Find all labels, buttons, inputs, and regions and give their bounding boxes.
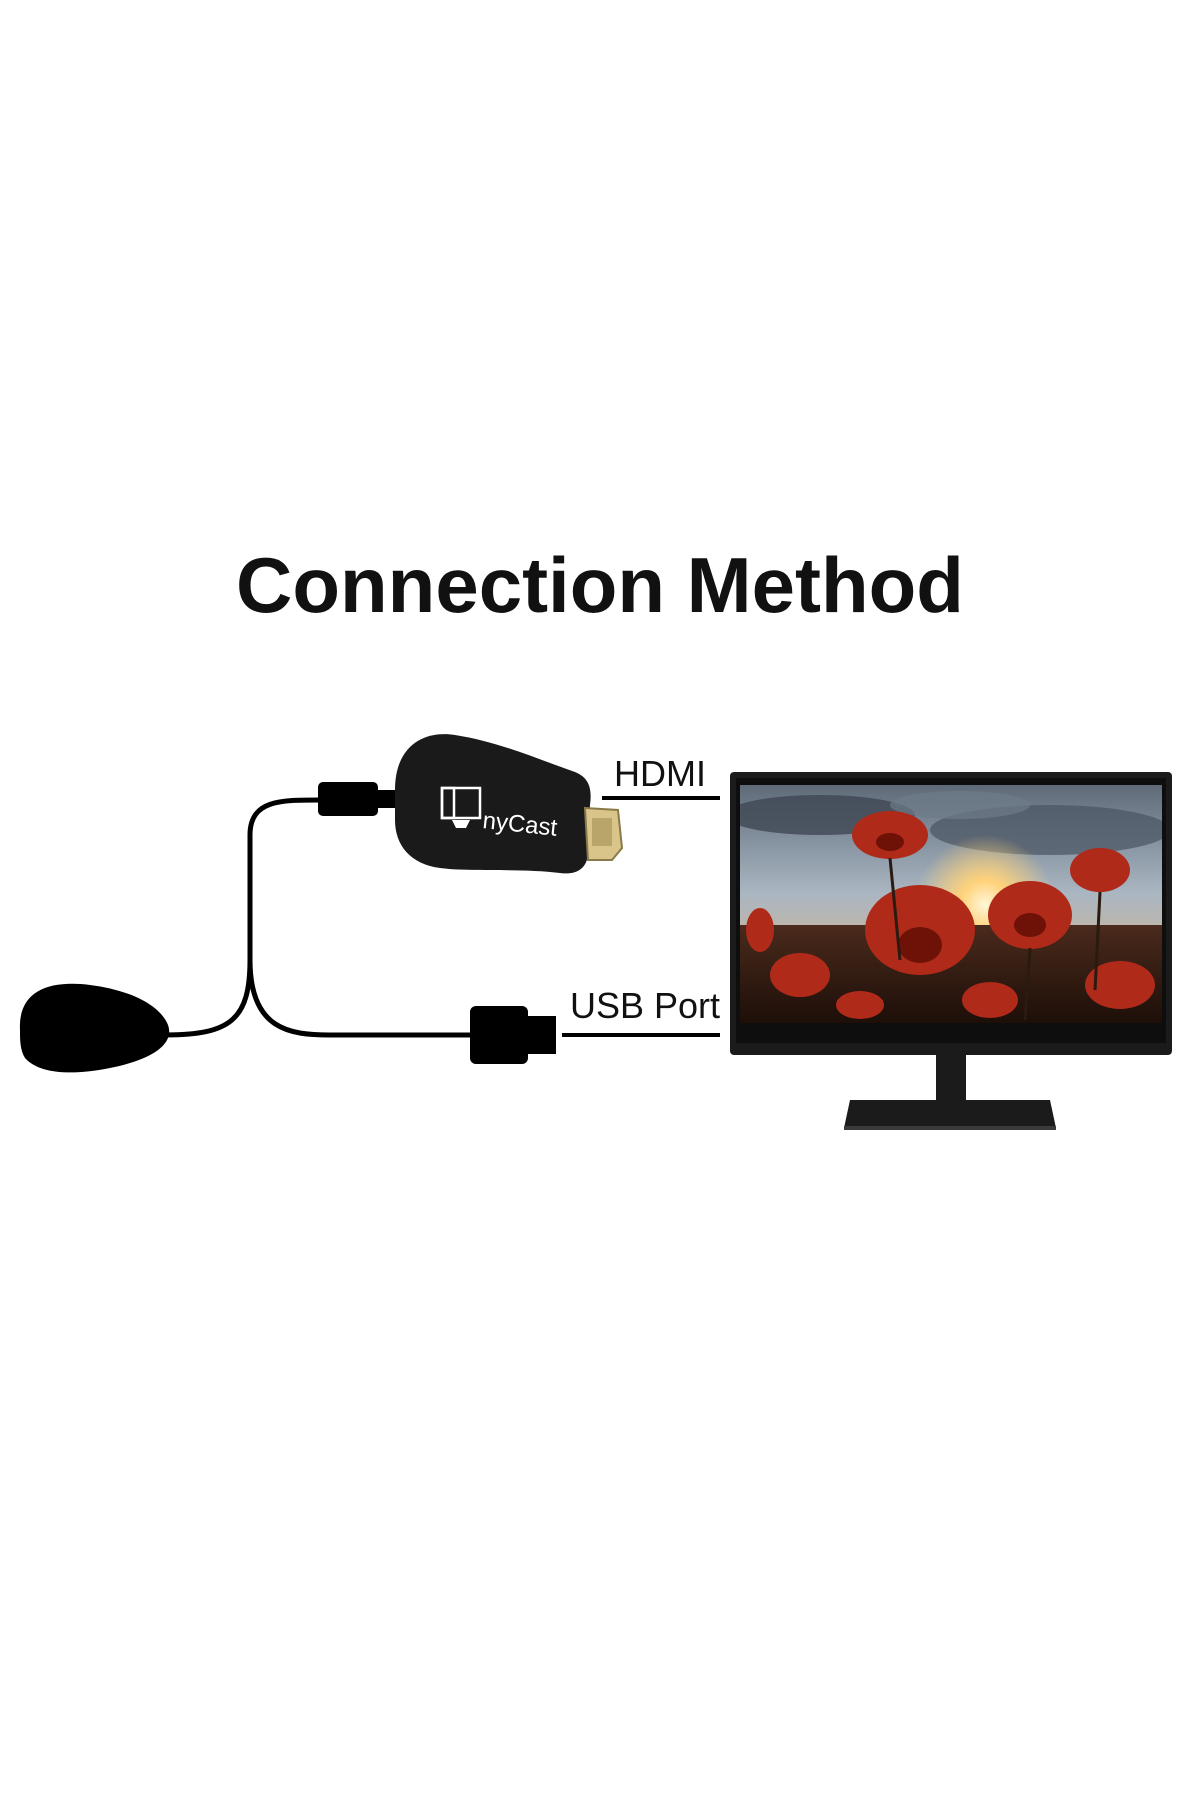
usb-port-label: USB Port	[570, 985, 720, 1026]
cable	[162, 797, 473, 1038]
micro-usb-plug-icon	[318, 782, 396, 816]
usb-plug-icon	[470, 1006, 556, 1064]
hdmi-dongle-icon: nyCast	[395, 734, 624, 874]
hdmi-connector	[583, 806, 624, 861]
connector-lines	[562, 796, 720, 1037]
monitor-icon	[730, 772, 1172, 1130]
hdmi-label: HDMI	[614, 753, 706, 794]
wifi-antenna-icon	[19, 983, 170, 1073]
monitor-screen	[740, 785, 1162, 1023]
brand-logo	[440, 786, 482, 828]
page-title: Connection Method	[236, 541, 964, 629]
